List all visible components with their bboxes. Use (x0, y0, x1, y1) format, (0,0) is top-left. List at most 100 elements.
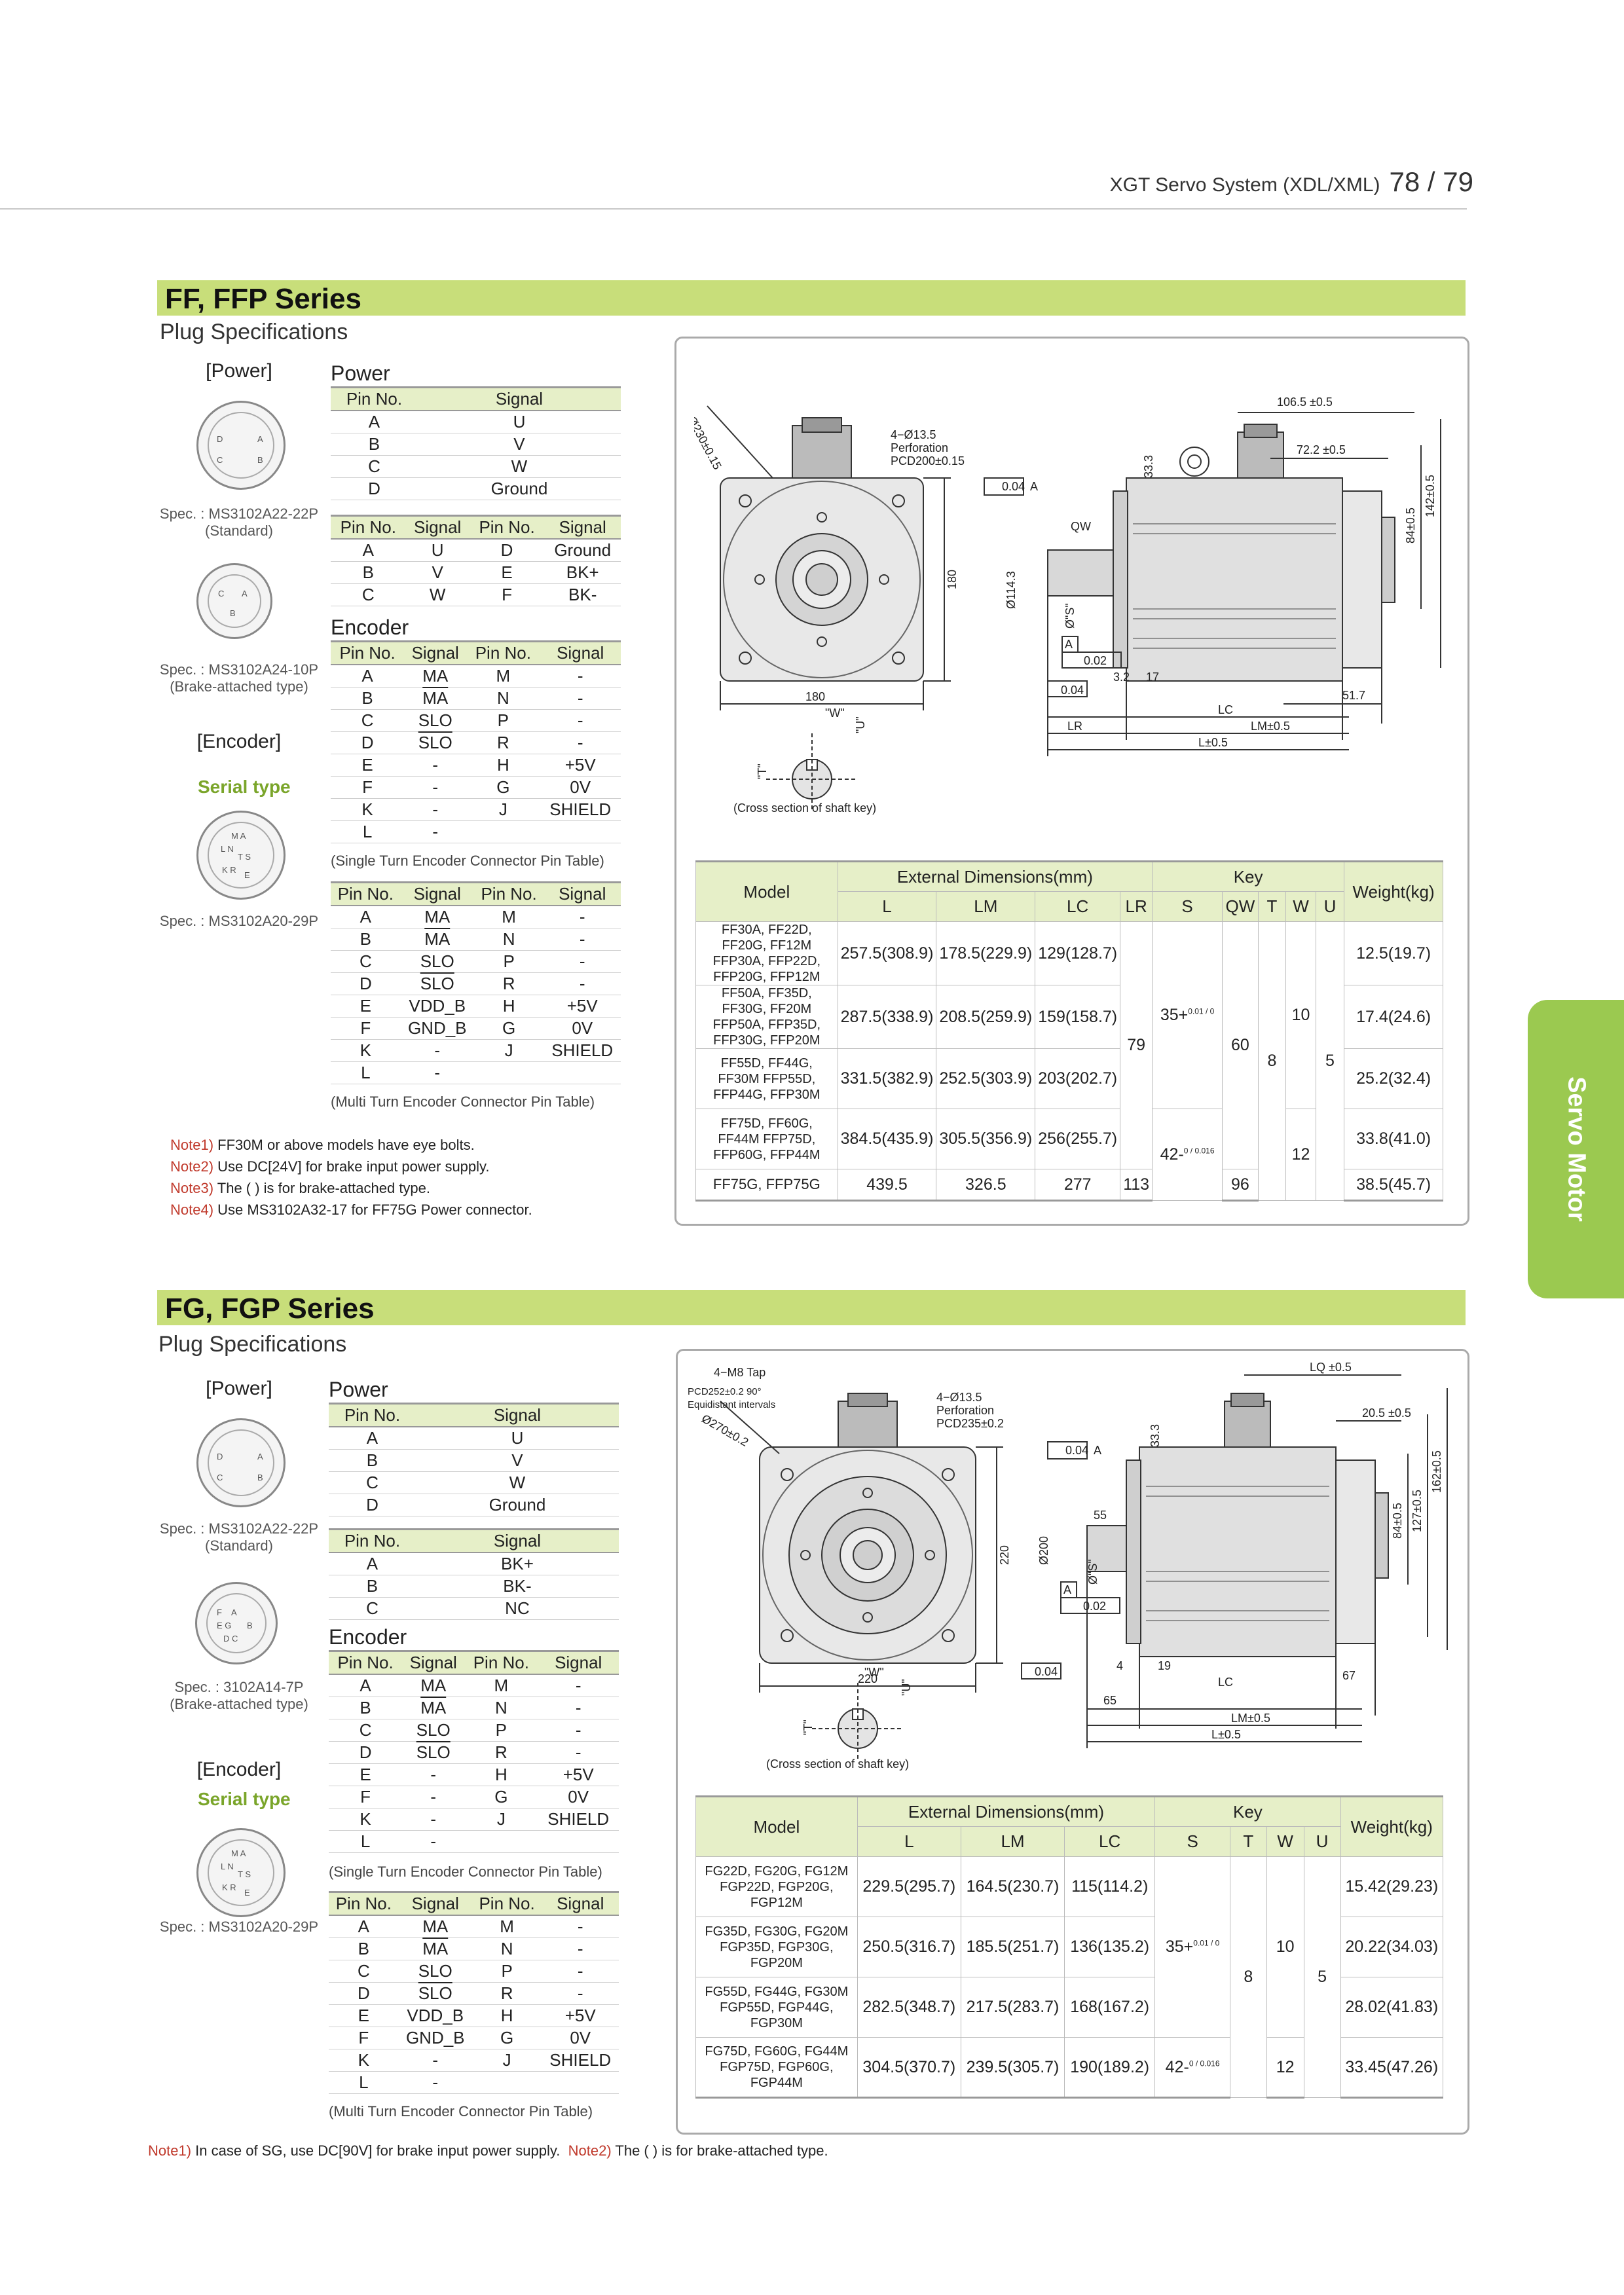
ff-section-title: FF, FFP Series (165, 283, 361, 315)
table-cell: D (329, 1494, 416, 1516)
table-cell: G (471, 2027, 542, 2049)
table-cell: H (473, 995, 544, 1018)
table-cell: MA (404, 665, 467, 688)
note-item: Note2) The ( ) is for brake-attached typ… (568, 2142, 828, 2159)
table-cell: MA (398, 1937, 472, 1960)
table-cell (471, 2071, 542, 2094)
table-cell: E (331, 995, 401, 1018)
ff-dim-pcd: PCD200±0.15 (891, 454, 965, 468)
ff-cross-section-caption: (Cross section of shaft key) (733, 801, 876, 815)
table-cell: - (402, 1808, 465, 1831)
table-cell: Ground (417, 477, 621, 500)
fg-dim-127: 127±0.5 (1411, 1490, 1424, 1532)
fg-enc2-caption: (Multi Turn Encoder Connector Pin Table) (329, 2103, 593, 2120)
ff-dim-1065: 106.5 ±0.5 (1277, 395, 1333, 409)
ff-dim-32: 3.2 (1113, 670, 1130, 684)
table-cell: A (331, 906, 401, 928)
fg-dim-pcd252: PCD252±0.2 90° (688, 1386, 762, 1397)
table-cell: J (471, 2049, 542, 2072)
table-cell: - (542, 1982, 619, 2005)
fg-dim-w: "W" (864, 1666, 884, 1679)
note-item: Note4) Use MS3102A32-17 for FF75G Power … (170, 1202, 532, 1218)
table-header: Pin No. (331, 386, 418, 411)
ff-dim-722: 72.2 ±0.5 (1297, 443, 1346, 456)
ff-dim-perp: 0.02 (1084, 654, 1107, 667)
table-header: Signal (544, 515, 621, 540)
fg-encoder-label: [Encoder] (196, 1759, 282, 1780)
table-cell: V (405, 561, 470, 584)
side-tab[interactable]: Servo Motor (1528, 1000, 1624, 1298)
table-header: Pin No. (329, 1891, 399, 1916)
table-cell: - (400, 1061, 474, 1084)
table-cell: SLO (398, 1960, 472, 1983)
table-cell: F (469, 583, 545, 606)
fg-dim-lc: LC (1218, 1676, 1233, 1689)
table-cell: - (544, 906, 621, 928)
table-cell: - (404, 798, 467, 821)
table-cell: A (331, 539, 406, 562)
ff-dim-s: Ø"S" (1063, 603, 1077, 629)
fg-dim-220h: 220 (858, 1672, 877, 1685)
table-header: Signal (538, 1650, 619, 1675)
table-cell: MA (404, 687, 467, 710)
ff-spec2: Spec. : MS3102A24-10P(Brake-attached typ… (159, 661, 319, 695)
table-cell: C (329, 1597, 416, 1620)
ff-dim-ref-a2: A (1065, 638, 1073, 651)
ff-section-band: FF, FFP Series (157, 280, 1466, 316)
table-row: L- (331, 1061, 621, 1084)
table-cell (542, 2071, 619, 2094)
table-cell: H (466, 754, 540, 777)
table-cell (464, 1830, 538, 1853)
table-cell: +5V (538, 1763, 619, 1786)
fg-dim-s: Ø"S" (1086, 1559, 1099, 1585)
table-cell: C (331, 455, 418, 478)
table-cell: NC (415, 1597, 619, 1620)
table-cell: B (329, 1449, 416, 1472)
fg-dim-d200: Ø200 (1037, 1536, 1050, 1565)
fg-serial-type: Serial type (198, 1789, 291, 1809)
fg-dim-tap: 4−M8 Tap (714, 1366, 766, 1379)
table-cell: P (473, 950, 544, 973)
fg-subtitle: Plug Specifications (158, 1332, 347, 1357)
table-header: Signal (542, 1891, 619, 1916)
table-header: Pin No. (471, 1891, 542, 1916)
table-cell (538, 1830, 619, 1853)
fg-dim-333: 33.3 (1149, 1424, 1162, 1447)
table-cell: R (464, 1741, 538, 1764)
table-header: Signal (415, 1528, 619, 1553)
table-cell: N (464, 1697, 538, 1719)
table-cell: SLO (398, 1982, 472, 2005)
table-cell: M (464, 1674, 538, 1697)
ff-dim-u: "U" (854, 716, 867, 733)
fg-dim-t: "T" (802, 1719, 815, 1735)
table-cell: 0V (542, 2027, 619, 2049)
ff-dim-d230: Ø230±0.15 (694, 414, 724, 471)
table-header: Pin No. (469, 515, 545, 540)
table-cell: K (329, 2049, 399, 2072)
table-header: Pin No. (331, 515, 406, 540)
fg-dim-perp: 0.02 (1083, 1600, 1106, 1613)
table-cell: L (331, 820, 405, 843)
table-cell: - (540, 665, 621, 688)
fg-dim-lm: LM±0.5 (1231, 1712, 1270, 1725)
table-cell: A (329, 1427, 416, 1450)
fg-dim-19: 19 (1158, 1659, 1171, 1672)
ff-dim-ref-a: A (1030, 480, 1038, 493)
